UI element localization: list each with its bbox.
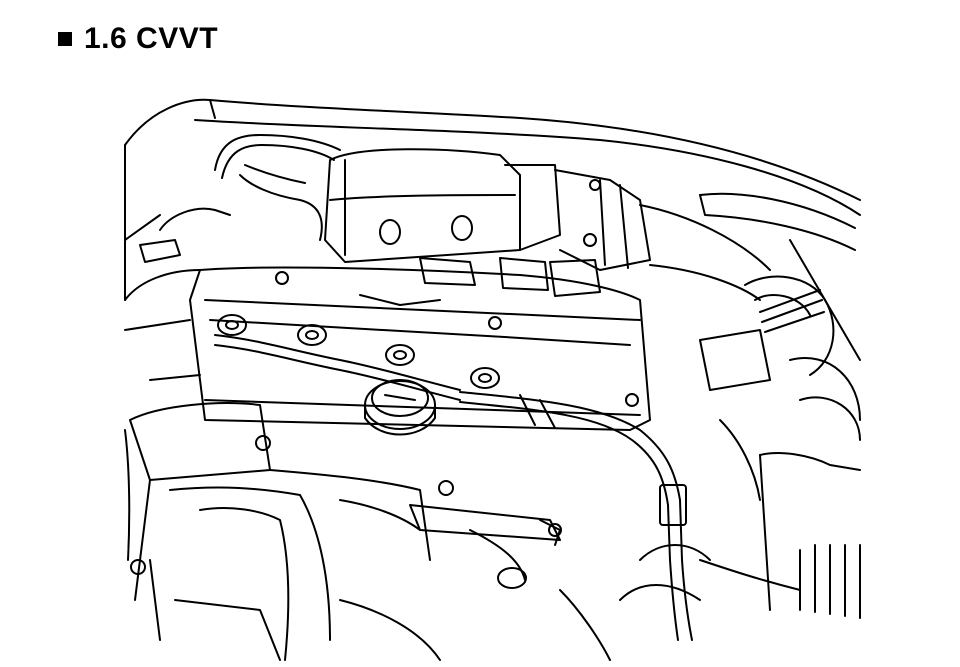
section-heading: 1.6 CVVT (58, 24, 218, 54)
heading-title: 1.6 CVVT (84, 22, 219, 55)
oil-filler-cap (365, 380, 435, 435)
bolts (131, 180, 638, 574)
battery-area (620, 330, 860, 618)
intake-fittings (380, 216, 600, 296)
ignition-coils (218, 315, 499, 388)
intake-manifold (130, 403, 560, 660)
square-bullet-icon (58, 32, 72, 46)
hood-outline (125, 100, 860, 300)
intake-housing (325, 149, 650, 270)
engine-block (125, 270, 610, 660)
air-duct (640, 205, 860, 440)
upper-hoses (125, 135, 340, 262)
wiring-harness (215, 335, 692, 640)
